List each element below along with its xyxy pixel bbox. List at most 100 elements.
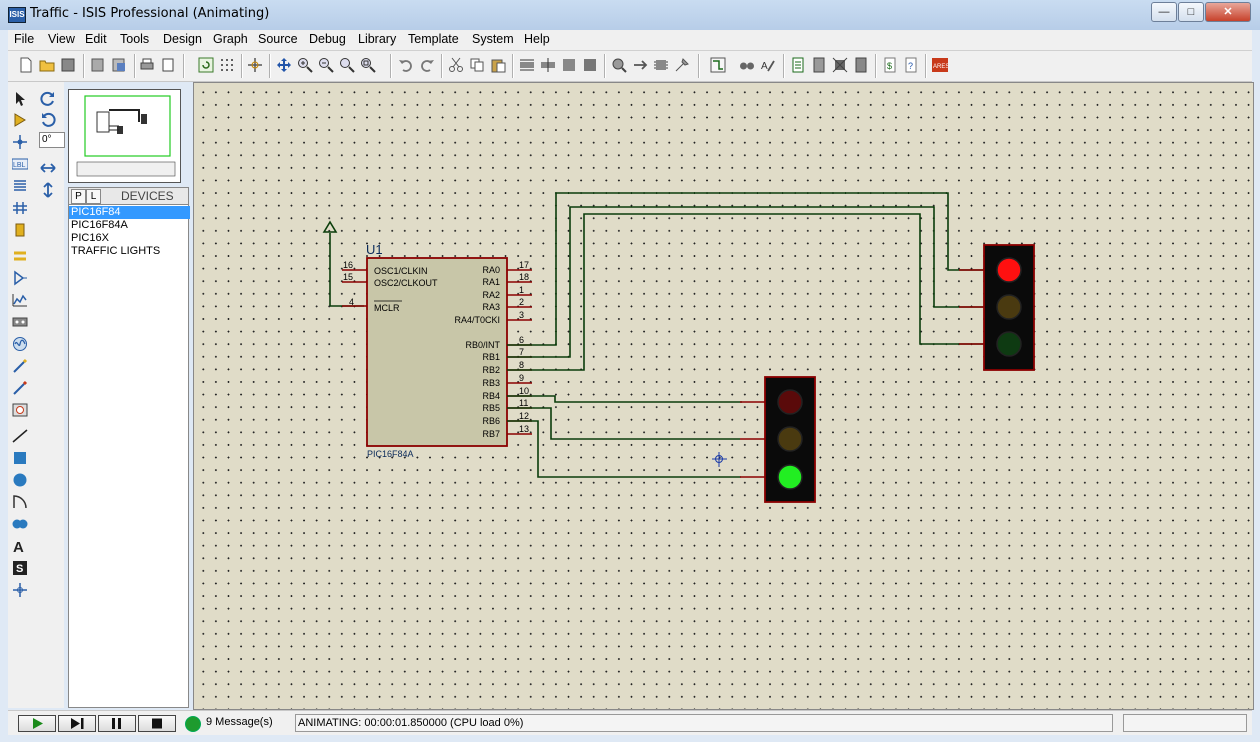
schematic-canvas[interactable]: U1 PIC16F84A 16 15 4 OSC1/CLKIN OSC2/CLK…: [193, 82, 1254, 710]
menu-source[interactable]: Source: [258, 32, 298, 46]
pick-devices-button[interactable]: P: [71, 189, 86, 204]
menu-bar: File View Edit Tools Design Graph Source…: [8, 30, 1252, 51]
export-icon[interactable]: [111, 57, 127, 73]
menu-graph[interactable]: Graph: [213, 32, 248, 46]
menu-design[interactable]: Design: [163, 32, 202, 46]
play-button[interactable]: [18, 715, 56, 732]
right-pin-number: 10: [519, 386, 529, 396]
mirror-x-icon[interactable]: [40, 160, 56, 176]
print-icon[interactable]: [139, 57, 155, 73]
component-mode-icon[interactable]: [12, 112, 28, 128]
menu-help[interactable]: Help: [524, 32, 550, 46]
close-button[interactable]: ✕: [1205, 2, 1251, 22]
block-rotate-icon[interactable]: [561, 57, 577, 73]
make-device-icon[interactable]: [632, 57, 648, 73]
right-pin-name: RB3: [482, 378, 500, 388]
current-probe-icon[interactable]: [12, 380, 28, 396]
menu-debug[interactable]: Debug: [309, 32, 346, 46]
right-pin-number: 7: [519, 347, 524, 357]
zoom-area-icon[interactable]: [360, 57, 376, 73]
stop-button[interactable]: [138, 715, 176, 732]
voltage-probe-icon[interactable]: [12, 358, 28, 374]
junction-dot-icon[interactable]: [12, 134, 28, 150]
cut-icon[interactable]: [448, 57, 464, 73]
menu-tools[interactable]: Tools: [120, 32, 150, 46]
grid-icon[interactable]: [219, 57, 235, 73]
menu-edit[interactable]: Edit: [85, 32, 107, 46]
device-item-pic16x[interactable]: PIC16X: [71, 232, 109, 244]
undo-icon[interactable]: [398, 57, 414, 73]
zoom-all-icon[interactable]: [339, 57, 355, 73]
rotate-anticlockwise-icon[interactable]: [40, 112, 56, 128]
tape-recorder-icon[interactable]: [12, 314, 28, 330]
new-file-icon[interactable]: [18, 57, 34, 73]
electrical-check-icon[interactable]: [832, 57, 848, 73]
messages-count[interactable]: 9 Message(s): [206, 716, 273, 728]
virtual-instruments-icon[interactable]: [12, 402, 28, 418]
path-tool-icon[interactable]: [12, 516, 28, 532]
packaging-icon[interactable]: [653, 57, 669, 73]
selection-mode-icon[interactable]: [12, 91, 28, 107]
pic-chip-body[interactable]: [366, 257, 508, 447]
line-tool-icon[interactable]: [12, 428, 28, 444]
rotate-clockwise-icon[interactable]: [40, 91, 56, 107]
graph-mode-icon[interactable]: [12, 292, 28, 308]
paste-icon[interactable]: [490, 57, 506, 73]
circle-tool-icon[interactable]: [12, 472, 28, 488]
copy-icon[interactable]: [469, 57, 485, 73]
text-script-icon[interactable]: [12, 178, 28, 194]
redo-icon[interactable]: [419, 57, 435, 73]
open-folder-icon[interactable]: [39, 57, 55, 73]
block-move-icon[interactable]: [540, 57, 556, 73]
device-item-pic16f84a[interactable]: PIC16F84A: [71, 219, 128, 231]
overview-window[interactable]: [68, 89, 181, 183]
menu-template[interactable]: Template: [408, 32, 459, 46]
minimize-button[interactable]: —: [1151, 2, 1177, 22]
wire-autorouter-icon[interactable]: [710, 57, 726, 73]
step-button[interactable]: [58, 715, 96, 732]
ares-icon[interactable]: ARES: [932, 57, 948, 73]
device-pins-icon[interactable]: [12, 270, 28, 286]
import-icon[interactable]: [90, 57, 106, 73]
block-delete-icon[interactable]: [582, 57, 598, 73]
device-item-traffic-lights[interactable]: TRAFFIC LIGHTS: [71, 245, 161, 257]
menu-file[interactable]: File: [14, 32, 35, 46]
box-tool-icon[interactable]: [12, 450, 28, 466]
messages-status-icon[interactable]: [185, 716, 201, 732]
decompose-icon[interactable]: [674, 57, 690, 73]
menu-view[interactable]: View: [48, 32, 75, 46]
redraw-icon[interactable]: [198, 57, 214, 73]
zoom-out-icon[interactable]: [318, 57, 334, 73]
wire-label-icon[interactable]: LBL: [12, 156, 28, 172]
origin-icon[interactable]: [247, 57, 263, 73]
menu-system[interactable]: System: [472, 32, 514, 46]
design-explorer-icon[interactable]: [853, 57, 869, 73]
menu-library[interactable]: Library: [358, 32, 397, 46]
bill-of-materials-icon[interactable]: [790, 57, 806, 73]
save-icon[interactable]: [60, 57, 76, 73]
pick-device-icon[interactable]: [611, 57, 627, 73]
terminals-icon[interactable]: [12, 248, 28, 264]
symbol-tool-icon[interactable]: S: [12, 560, 28, 576]
help-doc-icon[interactable]: ?: [903, 57, 919, 73]
arc-tool-icon[interactable]: [12, 494, 28, 510]
pause-button[interactable]: [98, 715, 136, 732]
marker-tool-icon[interactable]: [12, 582, 28, 598]
property-assign-icon[interactable]: A: [760, 57, 776, 73]
netlist-icon[interactable]: [811, 57, 827, 73]
rotation-input[interactable]: 0°: [39, 132, 65, 148]
search-icon[interactable]: [739, 57, 755, 73]
buses-icon[interactable]: [12, 200, 28, 216]
source-files-icon[interactable]: $: [882, 57, 898, 73]
mirror-y-icon[interactable]: [40, 182, 56, 198]
text-tool-icon[interactable]: A: [12, 538, 28, 554]
subcircuit-icon[interactable]: [12, 222, 28, 238]
block-copy-icon[interactable]: [519, 57, 535, 73]
zoom-in-icon[interactable]: [297, 57, 313, 73]
generator-icon[interactable]: [12, 336, 28, 352]
maximize-button[interactable]: □: [1178, 2, 1204, 22]
library-manager-button[interactable]: L: [86, 189, 101, 204]
pan-icon[interactable]: [276, 57, 292, 73]
print-area-icon[interactable]: [160, 57, 176, 73]
device-item-pic16f84[interactable]: PIC16F84: [69, 206, 190, 219]
